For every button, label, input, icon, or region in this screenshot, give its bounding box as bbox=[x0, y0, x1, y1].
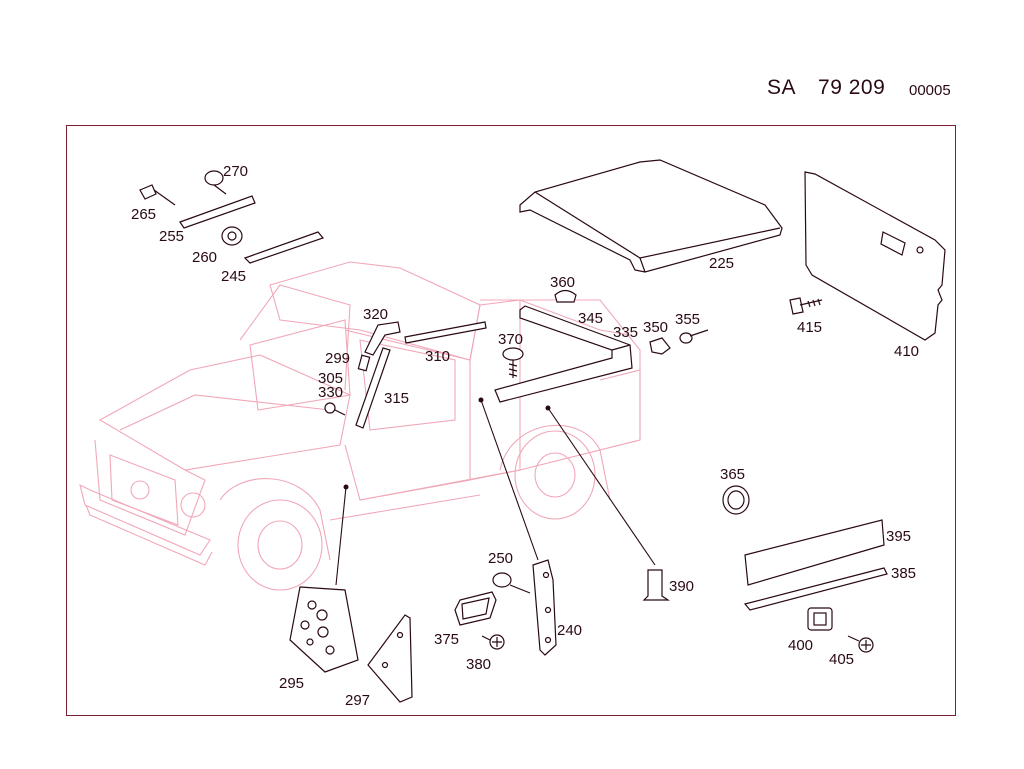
part-250-screw bbox=[492, 572, 531, 594]
label-405: 405 bbox=[829, 651, 854, 668]
part-labels: 225 240 245 250 255 260 265 270 295 297 … bbox=[131, 163, 919, 709]
part-400-nut bbox=[807, 607, 833, 631]
part-270-screw bbox=[204, 170, 227, 195]
label-265: 265 bbox=[131, 206, 156, 223]
part-255-strip bbox=[179, 195, 256, 229]
part-390-sleeve bbox=[642, 569, 670, 601]
label-375: 375 bbox=[434, 631, 459, 648]
label-297: 297 bbox=[345, 692, 370, 709]
label-400: 400 bbox=[788, 637, 813, 654]
part-345-frame-rail bbox=[494, 305, 633, 403]
part-245-strip bbox=[243, 231, 325, 264]
label-395: 395 bbox=[886, 528, 911, 545]
label-270: 270 bbox=[223, 163, 248, 180]
label-350: 350 bbox=[643, 319, 668, 336]
code-number: 79 209 bbox=[818, 76, 886, 99]
label-360: 360 bbox=[550, 274, 575, 291]
part-360-plug bbox=[554, 289, 577, 303]
diagram-header: SA 79 209 00005 bbox=[0, 0, 1024, 120]
part-299-clip bbox=[357, 354, 371, 372]
label-245: 245 bbox=[221, 268, 246, 285]
label-415: 415 bbox=[797, 319, 822, 336]
part-260-clip bbox=[221, 226, 243, 246]
part-310-strip bbox=[404, 321, 487, 344]
part-330-plug bbox=[324, 402, 346, 416]
part-365-grommet bbox=[722, 485, 750, 515]
vehicle-outline bbox=[79, 261, 641, 591]
part-320-trim bbox=[364, 321, 401, 356]
part-225-roof-panel bbox=[519, 159, 783, 273]
diagram-frame bbox=[66, 125, 956, 716]
label-410: 410 bbox=[894, 343, 919, 360]
label-390: 390 bbox=[669, 578, 694, 595]
part-355-bolt bbox=[679, 329, 709, 344]
label-299: 299 bbox=[325, 350, 350, 367]
label-370: 370 bbox=[498, 331, 523, 348]
label-335: 335 bbox=[613, 324, 638, 341]
label-250: 250 bbox=[488, 550, 513, 567]
label-295: 295 bbox=[279, 675, 304, 692]
label-345: 345 bbox=[578, 310, 603, 327]
part-405-screw bbox=[847, 635, 874, 653]
label-225: 225 bbox=[709, 255, 734, 272]
part-410-trim-panel bbox=[804, 171, 946, 341]
label-305: 305 bbox=[318, 370, 343, 387]
label-310: 310 bbox=[425, 348, 450, 365]
part-395-strip bbox=[744, 519, 885, 586]
part-385-strip bbox=[743, 567, 888, 611]
label-260: 260 bbox=[192, 249, 217, 266]
diagram-code: SA 79 209 bbox=[767, 76, 885, 100]
part-240-bracket bbox=[532, 559, 557, 656]
code-suffix: 00005 bbox=[909, 82, 951, 99]
part-375-holder bbox=[454, 591, 497, 626]
label-385: 385 bbox=[891, 565, 916, 582]
leader-lines bbox=[335, 397, 656, 586]
part-350-bracket bbox=[649, 337, 671, 355]
label-315: 315 bbox=[384, 390, 409, 407]
part-380-screw bbox=[481, 634, 505, 650]
code-prefix: SA bbox=[767, 76, 797, 99]
part-297-panel bbox=[367, 614, 413, 703]
part-370-screw bbox=[502, 347, 524, 378]
part-265-screw bbox=[139, 184, 176, 206]
part-315-trim bbox=[355, 347, 391, 429]
part-295-panel bbox=[289, 586, 359, 673]
label-320: 320 bbox=[363, 306, 388, 323]
label-365: 365 bbox=[720, 466, 745, 483]
label-355: 355 bbox=[675, 311, 700, 328]
label-240: 240 bbox=[557, 622, 582, 639]
label-255: 255 bbox=[159, 228, 184, 245]
label-330: 330 bbox=[318, 384, 343, 401]
label-380: 380 bbox=[466, 656, 491, 673]
part-415-clip bbox=[789, 297, 823, 315]
